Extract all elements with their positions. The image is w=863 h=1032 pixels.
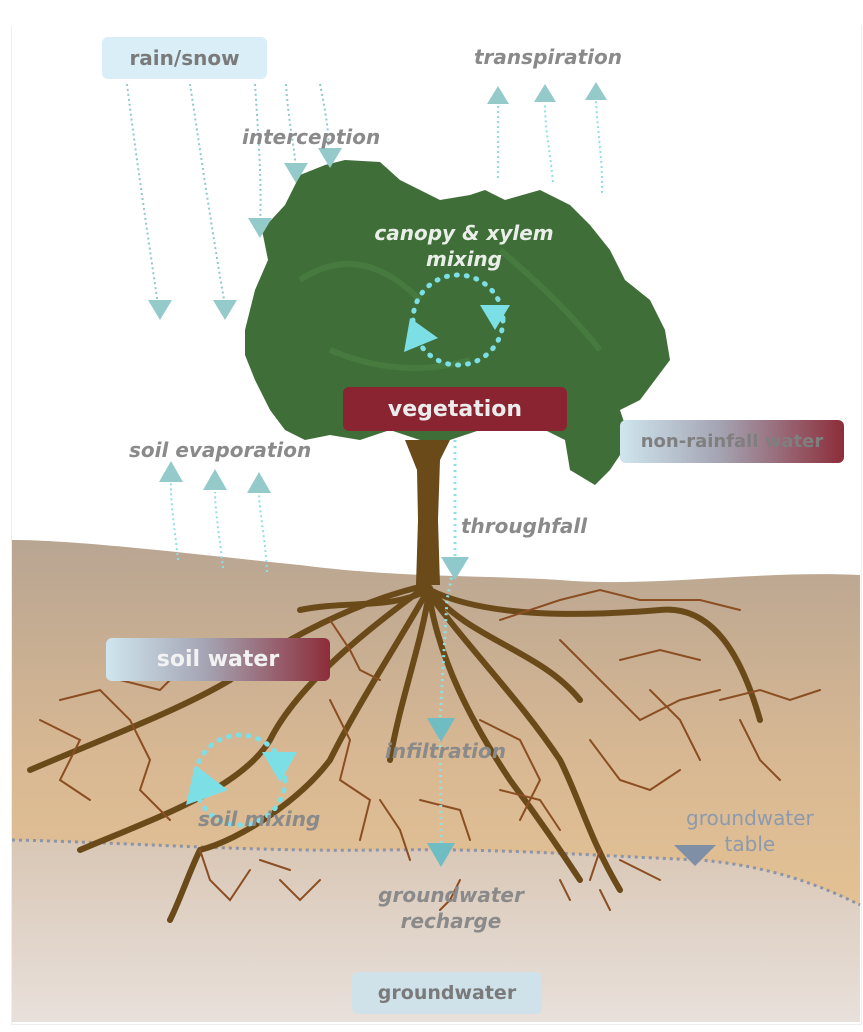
soil-mixing-icon bbox=[186, 732, 297, 828]
non-rainfall-water-label: non-rainfall water bbox=[620, 420, 844, 463]
canopy-mixing-icon bbox=[404, 272, 510, 368]
groundwater-table-line2: table bbox=[724, 832, 776, 856]
canopy-mixing-line2: mixing bbox=[425, 247, 502, 271]
tree-trunk bbox=[405, 440, 450, 585]
soil-evaporation-arrowheads bbox=[159, 461, 271, 493]
throughfall-line bbox=[438, 440, 457, 846]
throughfall-arrowhead bbox=[441, 557, 469, 580]
groundwater-recharge-label: groundwater recharge bbox=[368, 882, 534, 934]
transpiration-arrowheads bbox=[487, 82, 607, 104]
transpiration-arrows bbox=[497, 99, 604, 194]
recharge-arrowhead bbox=[427, 843, 455, 867]
canopy-mixing-line1: canopy & xylem bbox=[374, 221, 554, 245]
soil-evaporation-arrows bbox=[169, 481, 268, 573]
transpiration-label: transpiration bbox=[474, 45, 622, 69]
rain-arrowheads bbox=[148, 148, 342, 320]
infiltration-label: infiltration bbox=[385, 739, 507, 763]
throughfall-label: throughfall bbox=[461, 514, 588, 538]
groundwater-recharge-line2: recharge bbox=[400, 909, 502, 933]
vegetation-label: vegetation bbox=[343, 387, 567, 431]
groundwater-recharge-line1: groundwater bbox=[378, 883, 524, 907]
soil-mixing-label: soil mixing bbox=[198, 807, 321, 831]
groundwater-table-marker-icon bbox=[674, 845, 716, 866]
groundwater-table-label: groundwater table bbox=[686, 805, 814, 857]
groundwater-table-line bbox=[11, 838, 861, 907]
groundwater-zone bbox=[12, 840, 860, 1022]
groundwater-label: groundwater bbox=[352, 972, 542, 1014]
rain-arrows bbox=[126, 83, 330, 306]
canopy-mixing-label: canopy & xylem mixing bbox=[364, 220, 564, 272]
groundwater-table-line1: groundwater bbox=[686, 806, 814, 830]
rain-snow-label: rain/snow bbox=[102, 37, 267, 79]
soil-water-label: soil water bbox=[106, 638, 330, 681]
interception-label: interception bbox=[242, 125, 381, 149]
infiltration-arrowhead bbox=[427, 718, 455, 742]
soil-evaporation-label: soil evaporation bbox=[129, 438, 312, 462]
fine-roots bbox=[39, 588, 821, 911]
